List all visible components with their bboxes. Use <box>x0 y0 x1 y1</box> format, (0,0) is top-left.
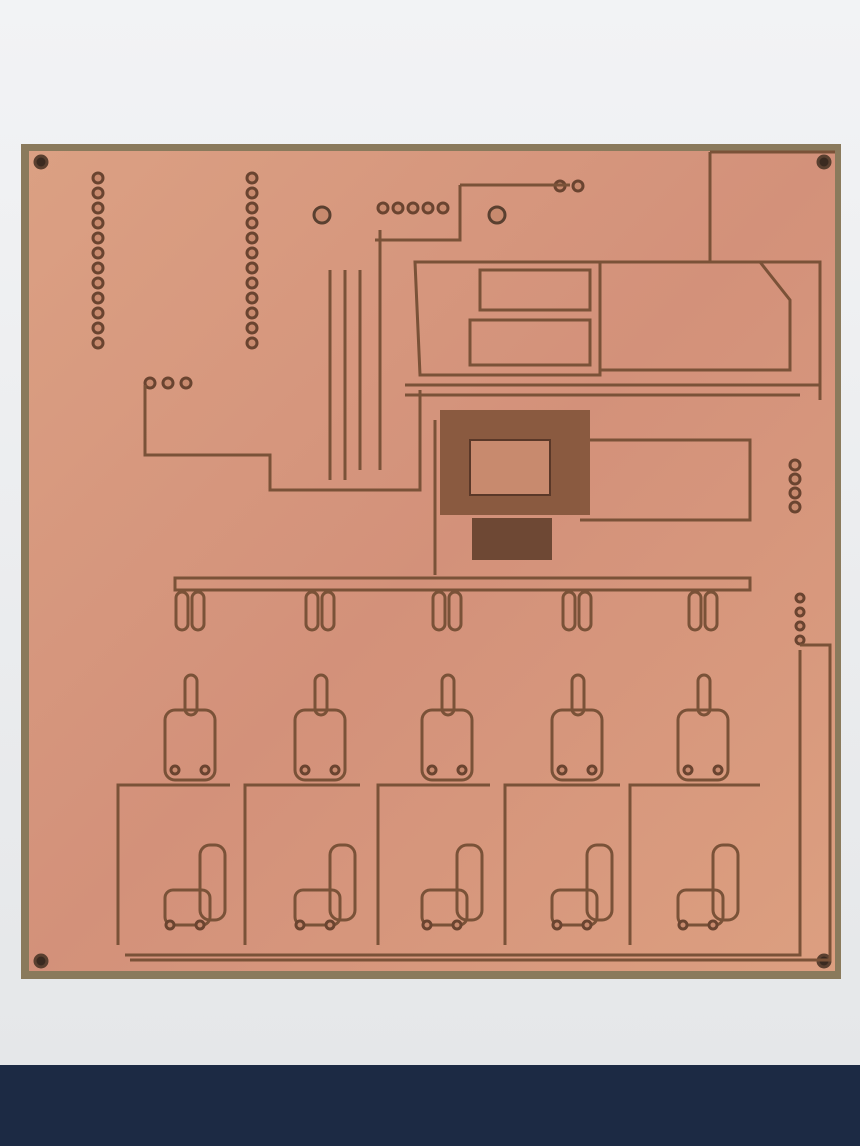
pad <box>712 764 724 776</box>
pad-outline <box>676 708 730 782</box>
pad <box>245 216 259 230</box>
pad <box>91 231 105 245</box>
pad <box>421 919 433 931</box>
pad-outline <box>676 888 725 927</box>
pad <box>299 764 311 776</box>
cloth <box>0 1065 860 1146</box>
pad <box>456 764 468 776</box>
pad-outline <box>703 590 719 632</box>
pad-outline <box>447 590 463 632</box>
pad <box>245 231 259 245</box>
pad <box>245 186 259 200</box>
pad-outline <box>293 888 342 927</box>
pad <box>194 919 206 931</box>
pad-outline <box>570 673 586 717</box>
etched-traces <box>116 150 835 962</box>
pad <box>794 606 806 618</box>
pad-outline <box>190 590 206 632</box>
pad <box>91 171 105 185</box>
pad-outline <box>320 590 336 632</box>
pad-outline <box>328 843 357 922</box>
component-pads <box>163 590 740 931</box>
pad <box>551 919 563 931</box>
pad <box>169 764 181 776</box>
pad-outline <box>420 708 474 782</box>
copper-plane <box>29 151 835 971</box>
pad <box>329 764 341 776</box>
pad <box>91 246 105 260</box>
pad <box>245 261 259 275</box>
pad <box>245 306 259 320</box>
pad <box>245 291 259 305</box>
pad <box>788 458 802 472</box>
pad-outline <box>696 673 712 717</box>
pad <box>245 246 259 260</box>
pad <box>794 592 806 604</box>
pad <box>794 634 806 646</box>
pad-outline <box>163 708 217 782</box>
pad <box>294 919 306 931</box>
pad <box>245 336 259 350</box>
pad <box>451 919 463 931</box>
pad-outline <box>550 708 604 782</box>
pad-outline <box>198 843 227 922</box>
pad <box>245 321 259 335</box>
pad-outline <box>304 590 320 632</box>
pad <box>788 486 802 500</box>
pad <box>406 201 420 215</box>
pad <box>571 179 585 193</box>
pad-outline <box>293 708 347 782</box>
pad <box>324 919 336 931</box>
pad-outline <box>585 843 614 922</box>
pad <box>91 321 105 335</box>
pad <box>707 919 719 931</box>
pad <box>788 472 802 486</box>
pad-outline <box>687 590 703 632</box>
pad <box>376 201 390 215</box>
pad <box>556 764 568 776</box>
pad-outline <box>163 888 212 927</box>
pad <box>581 919 593 931</box>
pad <box>91 291 105 305</box>
pad-outline <box>561 590 577 632</box>
pad-outline <box>577 590 593 632</box>
pad <box>245 276 259 290</box>
pad <box>682 764 694 776</box>
pad <box>245 201 259 215</box>
pad <box>91 261 105 275</box>
pad <box>91 336 105 350</box>
pad <box>143 376 157 390</box>
pad <box>677 919 689 931</box>
ic-footprint <box>440 410 590 560</box>
pad <box>794 620 806 632</box>
pad <box>245 171 259 185</box>
pad <box>199 764 211 776</box>
pad <box>91 276 105 290</box>
pad <box>91 216 105 230</box>
pad <box>164 919 176 931</box>
pad-outline <box>313 673 329 717</box>
pad <box>391 201 405 215</box>
pad-outline <box>183 673 199 717</box>
pad-outline <box>711 843 740 922</box>
pad <box>179 376 193 390</box>
pad-outline <box>550 888 599 927</box>
pad <box>91 306 105 320</box>
pad <box>788 500 802 514</box>
pad <box>421 201 435 215</box>
pad <box>426 764 438 776</box>
pad-outline <box>431 590 447 632</box>
pad-outline <box>440 673 456 717</box>
pad-outline <box>455 843 484 922</box>
pad <box>436 201 450 215</box>
pad-outline <box>174 590 190 632</box>
pad-outline <box>420 888 469 927</box>
mounting-holes <box>33 154 832 969</box>
pad <box>161 376 175 390</box>
pad <box>586 764 598 776</box>
pad <box>91 186 105 200</box>
pad <box>91 201 105 215</box>
